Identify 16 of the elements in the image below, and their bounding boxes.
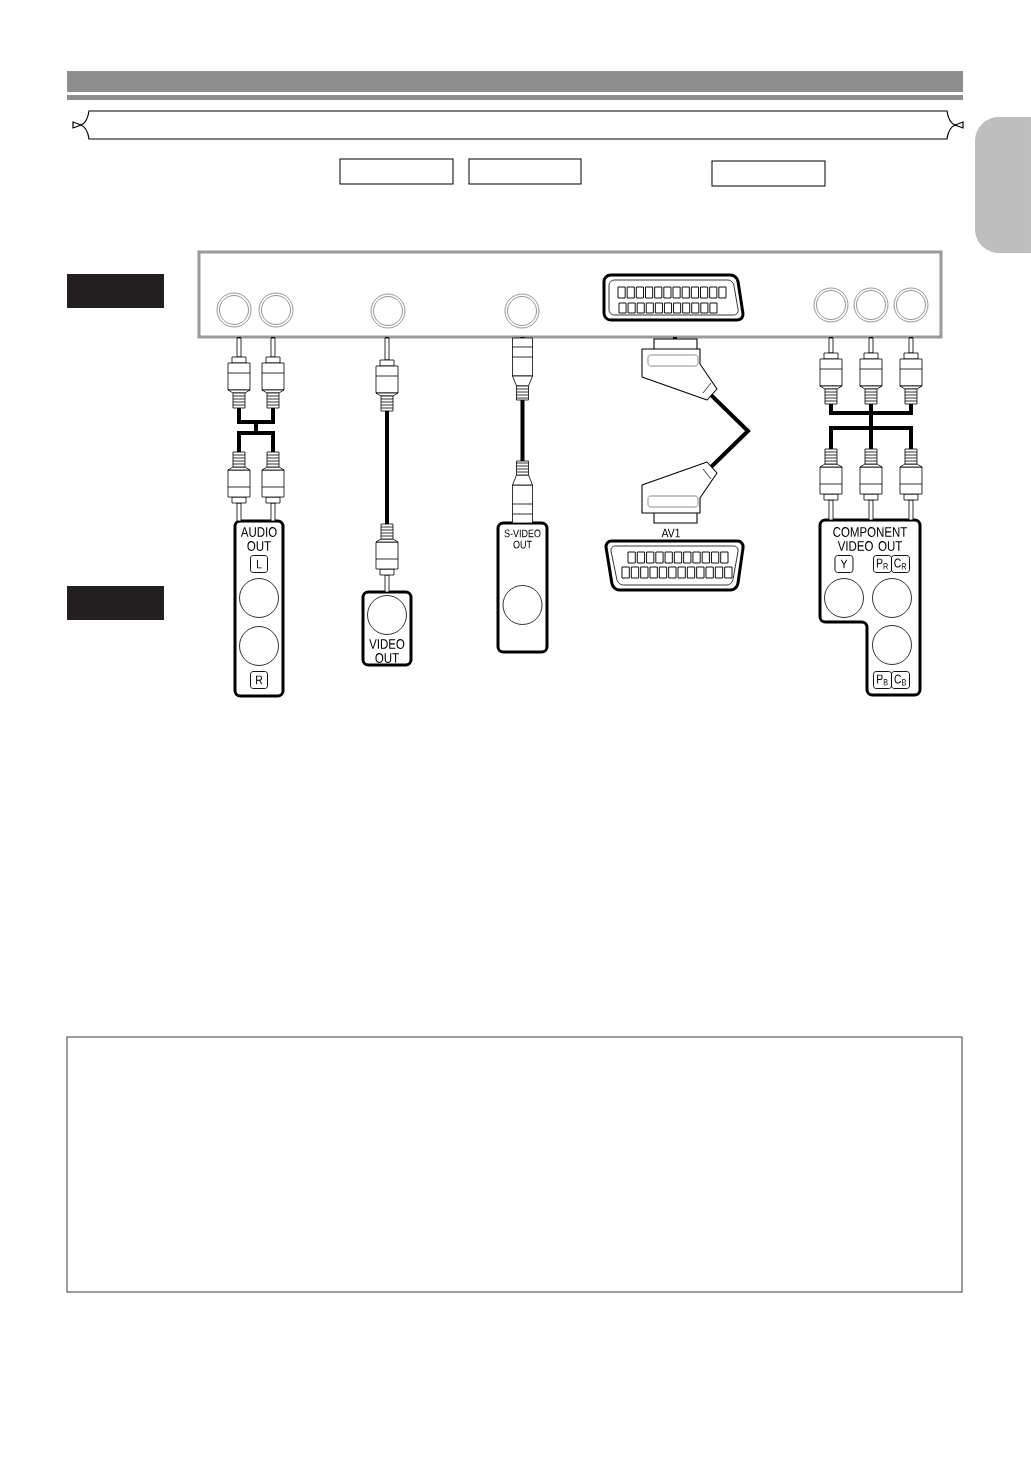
label-tag (67, 274, 164, 308)
panel-label: AUDIO OUT (240, 527, 277, 551)
letter-badge: P$_{R}$ (873, 555, 892, 573)
note-box (66, 1036, 963, 1293)
panel-label: S-VIDEO OUT (504, 529, 541, 549)
label-tag (67, 586, 164, 620)
letter-badge: R (250, 671, 268, 689)
letter-badge: C$_{B}$ (891, 671, 910, 689)
panel-label: COMPONENT VIDEO OUT (833, 527, 908, 551)
letter-badge: P$_{B}$ (873, 671, 892, 689)
side-tab (975, 117, 1031, 253)
letter-badge: Y (834, 555, 854, 573)
letter-badge: C$_{R}$ (891, 555, 910, 573)
panel-label: VIDEO OUT (369, 639, 405, 663)
connector-label: AV1 (661, 528, 680, 538)
letter-badge: L (250, 555, 268, 573)
